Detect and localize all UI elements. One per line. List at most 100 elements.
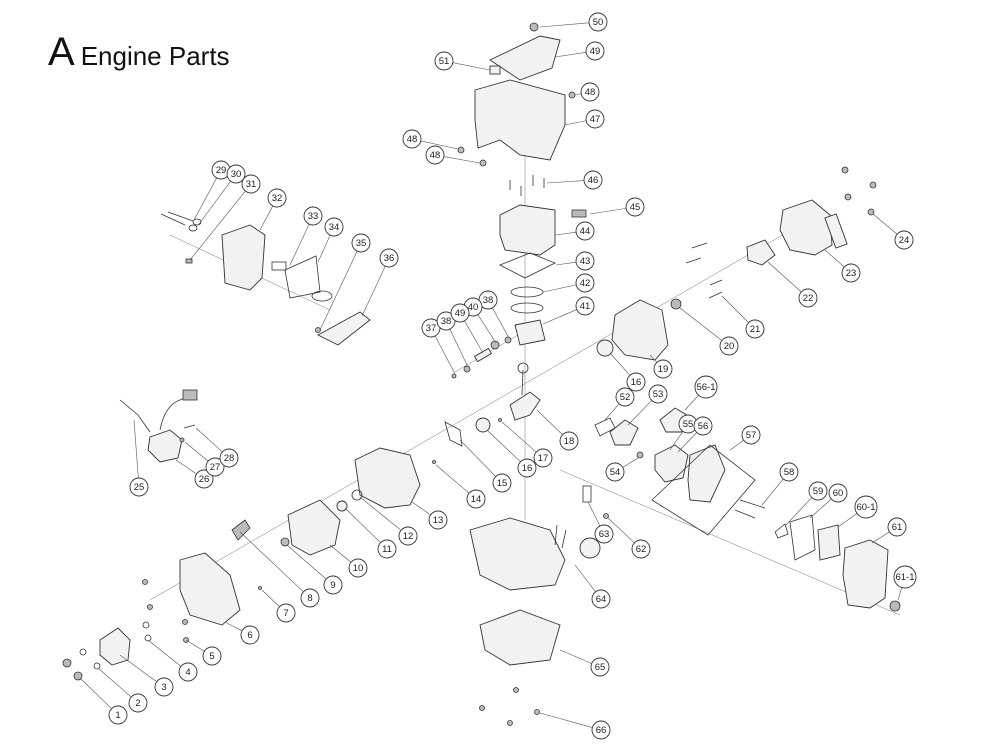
part-crankcase-right[interactable] <box>611 299 669 361</box>
part-air-filter-base[interactable] <box>687 444 726 503</box>
part-pin-7[interactable] <box>258 586 262 590</box>
part-fuel-cap[interactable] <box>579 537 601 559</box>
part-pulley-22[interactable] <box>746 239 776 266</box>
part-bearing-40[interactable] <box>490 340 500 350</box>
callout-13[interactable]: 13 <box>411 501 448 530</box>
part-washer-2[interactable] <box>79 648 87 656</box>
callout-29[interactable]: 29 <box>193 160 231 221</box>
part-washer-38[interactable] <box>463 365 471 373</box>
callout-23[interactable]: 23 <box>824 249 861 283</box>
callout-20[interactable]: 20 <box>679 307 739 356</box>
part-washer-38[interactable] <box>504 336 512 344</box>
callout-49[interactable]: 49 <box>554 41 605 61</box>
callout-30[interactable]: 30 <box>198 164 246 225</box>
callout-15[interactable]: 15 <box>459 439 512 493</box>
part-screw-28[interactable] <box>183 424 196 429</box>
part-spark-wire[interactable] <box>159 394 191 431</box>
part-kit-frame-57[interactable] <box>651 444 756 536</box>
part-plug-cap[interactable] <box>182 389 198 401</box>
callout-34[interactable]: 34 <box>317 217 344 263</box>
part-washer-27[interactable] <box>179 437 185 443</box>
part-pin-14[interactable] <box>432 460 436 464</box>
part-screw-31[interactable] <box>185 258 193 264</box>
part-crankshaft[interactable] <box>509 391 541 421</box>
callout-21[interactable]: 21 <box>721 295 765 339</box>
callout-64[interactable]: 64 <box>574 564 611 609</box>
part-heat-shield-34[interactable] <box>284 255 321 299</box>
callout-37[interactable]: 37 <box>421 318 456 375</box>
part-piston-ring[interactable] <box>510 302 544 314</box>
part-washer-4[interactable] <box>142 621 150 629</box>
callout-54[interactable]: 54 <box>605 457 639 482</box>
part-bearing-16[interactable] <box>596 339 614 357</box>
callout-19[interactable]: 19 <box>649 354 673 379</box>
callout-27[interactable]: 27 <box>184 441 225 477</box>
part-ignition-coil[interactable] <box>147 429 183 463</box>
part-gasket-15[interactable] <box>444 421 463 447</box>
part-screws-24[interactable] <box>841 166 877 216</box>
part-washer-30[interactable] <box>188 224 198 232</box>
part-clutch[interactable] <box>99 627 131 666</box>
callout-24[interactable]: 24 <box>872 213 914 250</box>
callout-48a[interactable]: 48 <box>574 82 600 102</box>
part-fuel-line[interactable] <box>554 524 558 546</box>
part-piston-pin[interactable] <box>473 347 493 363</box>
callout-65[interactable]: 65 <box>559 649 610 677</box>
callout-25[interactable]: 25 <box>129 419 149 497</box>
callout-59[interactable]: 59 <box>784 481 828 527</box>
callout-11[interactable]: 11 <box>344 507 397 559</box>
part-washer-30[interactable] <box>192 218 202 226</box>
part-grommet-48[interactable] <box>457 146 465 154</box>
callout-61-1[interactable]: 61-1 <box>893 565 917 601</box>
callout-56[interactable]: 56 <box>677 416 713 453</box>
callout-35[interactable]: 35 <box>319 233 371 331</box>
part-block-51[interactable] <box>489 65 501 75</box>
part-fuel-line[interactable] <box>561 529 567 549</box>
callout-36[interactable]: 36 <box>361 248 399 317</box>
callout-3[interactable]: 3 <box>119 654 174 697</box>
callout-63[interactable]: 63 <box>587 501 614 544</box>
callout-32[interactable]: 32 <box>259 188 287 231</box>
part-plate-63[interactable] <box>582 485 592 503</box>
callout-33[interactable]: 33 <box>289 206 323 266</box>
part-grommet-48[interactable] <box>479 159 487 167</box>
callout-5[interactable]: 5 <box>185 639 222 666</box>
callout-16a[interactable]: 16 <box>486 429 537 478</box>
callout-2[interactable]: 2 <box>97 667 148 713</box>
part-top-cover[interactable] <box>489 35 561 81</box>
callout-45[interactable]: 45 <box>589 197 645 217</box>
part-filter-frame-60[interactable] <box>789 514 816 561</box>
callout-14[interactable]: 14 <box>435 464 486 509</box>
callout-51[interactable]: 51 <box>434 51 491 71</box>
part-cylinder-gasket[interactable] <box>499 252 556 279</box>
part-gasket-33[interactable] <box>271 261 287 271</box>
part-fan-housing[interactable] <box>179 552 241 626</box>
part-flywheel[interactable] <box>287 499 341 556</box>
callout-12[interactable]: 12 <box>359 496 418 546</box>
part-air-filter-cover[interactable] <box>842 539 889 609</box>
part-washer-11[interactable] <box>336 500 348 512</box>
part-base-plate[interactable] <box>479 609 561 666</box>
part-filter-element-60-1[interactable] <box>817 524 841 561</box>
part-screw-62[interactable] <box>603 513 609 519</box>
callout-62[interactable]: 62 <box>607 517 651 559</box>
part-piston[interactable] <box>514 319 546 346</box>
part-carburetor[interactable] <box>654 444 689 483</box>
part-screw-35[interactable] <box>315 327 321 333</box>
part-nut-50[interactable] <box>529 22 539 32</box>
part-recoil-starter[interactable] <box>779 199 833 256</box>
callout-48c[interactable]: 48 <box>425 145 481 165</box>
part-connecting-rod[interactable] <box>521 369 524 396</box>
callout-47[interactable]: 47 <box>564 109 605 129</box>
part-starter-handle[interactable] <box>824 213 848 249</box>
callout-18[interactable]: 18 <box>536 409 579 451</box>
part-circlip-37[interactable] <box>451 373 457 379</box>
callout-58[interactable]: 58 <box>761 462 799 506</box>
callout-52[interactable]: 52 <box>604 387 635 421</box>
part-grommet-48[interactable] <box>568 91 576 99</box>
part-muffler[interactable] <box>221 224 266 291</box>
callout-16b[interactable]: 16 <box>609 352 646 392</box>
callout-56-1[interactable]: 56-1 <box>684 375 718 411</box>
part-bolt[interactable] <box>734 509 756 519</box>
callout-4[interactable]: 4 <box>147 639 198 682</box>
